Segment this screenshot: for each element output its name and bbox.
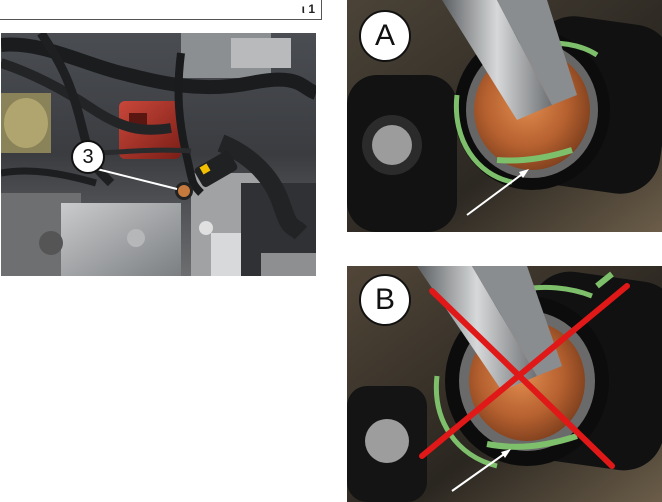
- incorrect-install-photo: B: [347, 266, 662, 502]
- callout-a: A: [359, 10, 411, 62]
- page-reference: ι 1: [301, 2, 315, 16]
- sensor-correct-illustration: [347, 0, 662, 232]
- sensor-incorrect-illustration: [347, 266, 662, 502]
- engine-bay-illustration: [1, 33, 316, 276]
- correct-install-photo: A: [347, 0, 662, 232]
- engine-bay-photo: 3: [1, 33, 316, 276]
- header-bar: ι 1: [0, 0, 322, 20]
- callout-b: B: [359, 274, 411, 326]
- callout-3: 3: [71, 140, 105, 174]
